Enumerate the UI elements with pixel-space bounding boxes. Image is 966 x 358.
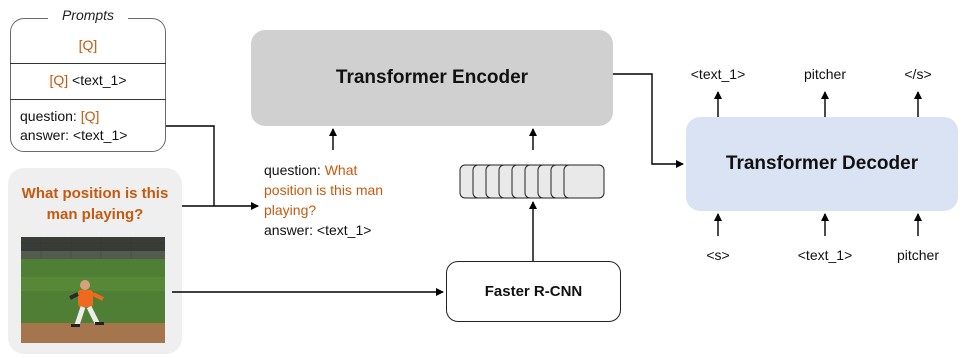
decoder-output-2: pitcher — [803, 66, 847, 82]
transformer-encoder-box: Transformer Encoder — [251, 30, 613, 126]
prompts-title: Prompts — [48, 7, 128, 23]
prompt-2: [Q] <text_1> — [49, 72, 127, 88]
faster-rcnn-box: Faster R-CNN — [446, 261, 621, 322]
question-text: What position is this man playing? — [21, 185, 169, 223]
qa-input-text: question: What position is this man play… — [264, 162, 384, 238]
prompt-1: [Q] — [78, 37, 98, 53]
decoder-input-2: <text_1> — [797, 247, 853, 263]
decoder-output-3: </s> — [904, 66, 932, 82]
prompt-divider-2 — [10, 99, 166, 100]
visual-feature-stack — [459, 164, 605, 199]
prompt-divider-1 — [10, 63, 166, 64]
encoder-to-decoder-arrow — [613, 73, 684, 168]
decoder-input-3: pitcher — [896, 247, 940, 263]
decoder-input-1: <s> — [706, 247, 730, 263]
prompt-3: question: [Q] answer: <text_1> — [20, 108, 128, 143]
transformer-decoder-box: Transformer Decoder — [686, 117, 958, 211]
decoder-output-1: <text_1> — [690, 66, 746, 82]
baseball-pitcher-photo — [21, 237, 165, 343]
prompt-connector — [166, 125, 215, 206]
